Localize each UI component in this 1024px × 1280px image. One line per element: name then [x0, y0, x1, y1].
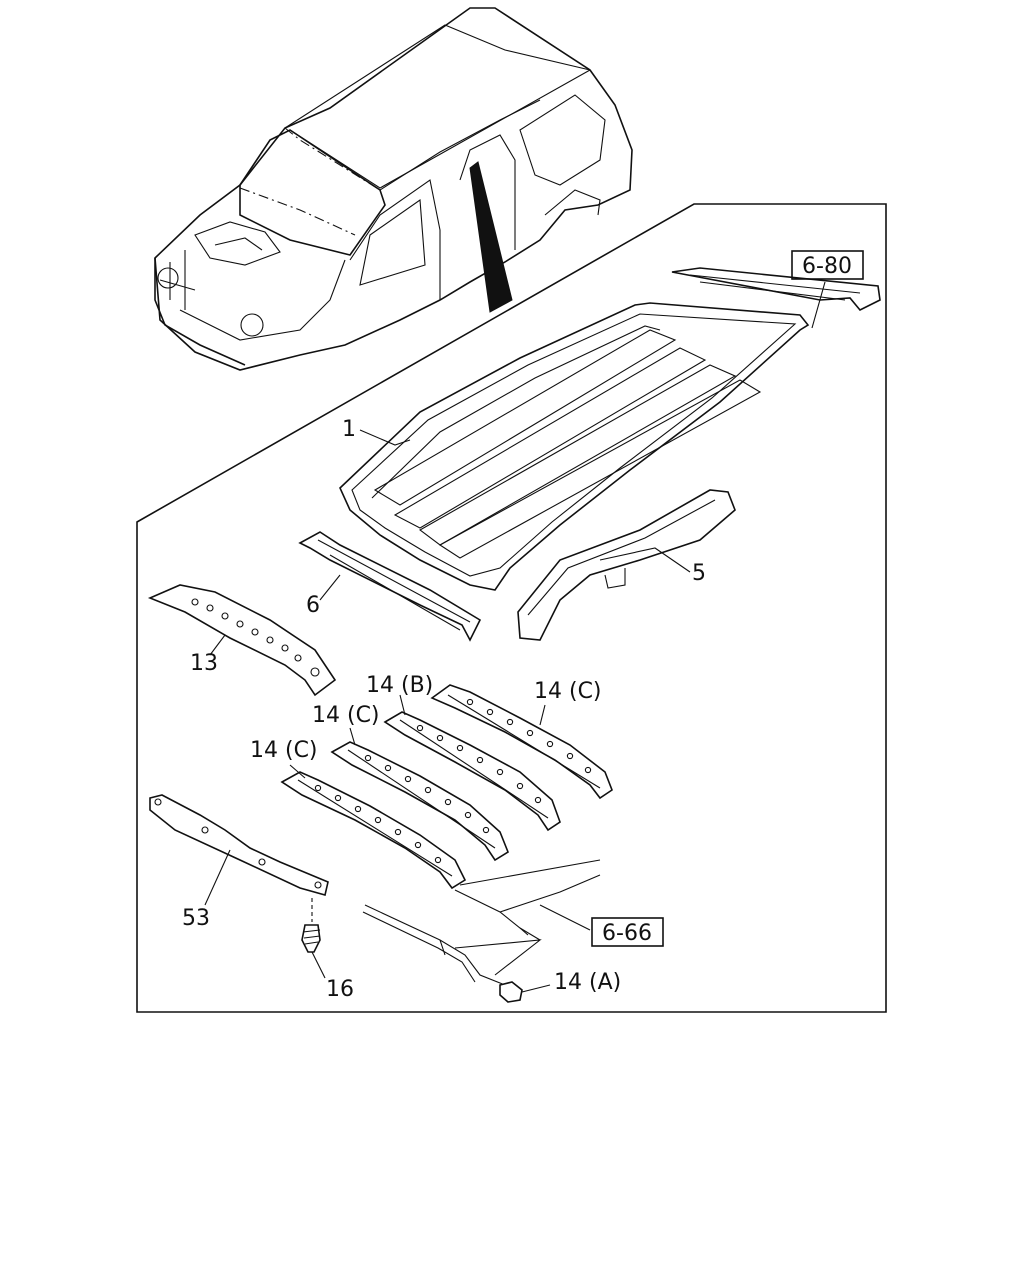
label-clip: 14 (A)	[554, 970, 621, 995]
svg-text:6-80: 6-80	[802, 254, 852, 279]
label-roof-panel: 1	[342, 417, 356, 442]
label-side-rail: 5	[692, 561, 706, 586]
front-header-part	[298, 531, 482, 642]
label-bow-c-front: 14 (C)	[250, 738, 318, 763]
leader-lines	[204, 281, 826, 993]
rear-bracket-part	[149, 794, 329, 896]
front-bow-part	[147, 584, 337, 697]
roof-panel-part	[339, 302, 810, 591]
reference-box-rear-header: 6-80	[791, 250, 864, 280]
bow-c-mid-part	[330, 741, 509, 862]
label-bow-c-rear: 14 (C)	[534, 679, 602, 704]
harness-part	[362, 859, 601, 1003]
label-front-header: 6	[306, 593, 320, 618]
side-rail-part	[517, 489, 736, 641]
label-bow-c-mid: 14 (C)	[312, 703, 380, 728]
vehicle-body-illustration	[154, 7, 633, 371]
screw-part	[301, 898, 321, 953]
label-bow-b: 14 (B)	[366, 673, 433, 698]
bow-c-front-part	[280, 771, 467, 890]
label-front-bow: 13	[190, 651, 218, 676]
label-screw: 16	[326, 977, 354, 1002]
svg-text:6-66: 6-66	[602, 921, 652, 946]
bow-c-rear-part	[430, 684, 613, 800]
reference-box-harness: 6-66	[591, 917, 664, 947]
bow-b-part	[383, 711, 561, 832]
exploded-view-frame	[136, 203, 887, 1013]
label-rear-bracket: 53	[182, 906, 210, 931]
